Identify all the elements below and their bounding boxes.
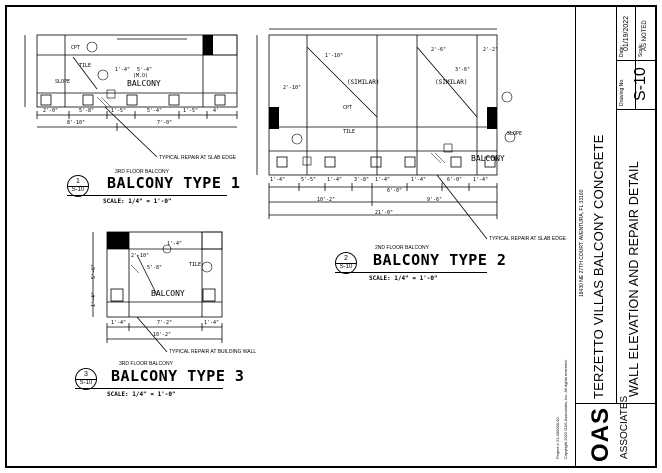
tile-label-1: TILE	[79, 63, 92, 69]
detail-3-dim-top: 1'-4"	[167, 241, 183, 247]
detail-3-dim-bottom: 7'-2"	[157, 320, 173, 326]
detail-1-title: BALCONY TYPE 1	[107, 174, 241, 192]
drawing-sheet: BALCONY BALCONY BALCONY TILE TILE TILE C…	[5, 5, 657, 468]
title-block-logo-divider	[575, 403, 655, 404]
detail-2-dim-top: 2'-10"	[283, 85, 302, 91]
detail-1-dim-bottom: 1'-5"	[183, 108, 199, 114]
project-title: TERZETTO VILLAS BALCONY CONCRETE	[591, 134, 606, 399]
project-address: 18430 NE 27TH COURT, AVENTURA, FL 33160	[579, 189, 585, 297]
balcony-label-3: BALCONY	[151, 289, 185, 298]
scale-value: AS NOTED	[642, 20, 648, 51]
title-block	[575, 7, 656, 466]
detail-3-bubble: 3 S-10	[75, 368, 97, 390]
detail-1-dim-total: 8'-10"	[67, 120, 86, 126]
detail-3-title: BALCONY TYPE 3	[111, 367, 245, 385]
cpt-label-1: CPT	[71, 45, 81, 51]
detail-2-dim-bottom: 6'-0"	[387, 188, 403, 194]
detail-3-dim-top: 5'-8"	[147, 265, 163, 271]
detail-2-dim-bottom: 1'-4"	[473, 177, 489, 183]
project-number: Project # 21-000000.00	[555, 417, 560, 459]
detail-2-dim-mid: 9'-6"	[427, 197, 443, 203]
plan-linework	[24, 28, 516, 353]
detail-3-level: 3RD FLOOR BALCONY	[119, 361, 173, 367]
detail-3-dim-left: 1'-4"	[91, 291, 97, 307]
slope-label-2: SLOPE	[507, 131, 523, 137]
detail-1-dim-bottom: 5'-4"	[147, 108, 163, 114]
detail-3-dim-bottom: 1'-4"	[111, 320, 127, 326]
detail-2-dim-top: 3'-6"	[455, 67, 471, 73]
detail-3-title-line	[75, 388, 223, 389]
firm-logo: OAS	[587, 406, 614, 462]
detail-2-dim-total: 21'-0"	[375, 210, 394, 216]
firm-name: ASSOCIATES	[619, 395, 630, 459]
detail-1-level: 3RD FLOOR BALCONY	[115, 169, 169, 175]
detail-1-dim-bottom: 1'-5"	[111, 108, 127, 114]
detail-3-sheet: S-10	[79, 380, 93, 386]
cpt-label-2: CPT	[343, 105, 353, 111]
similar-label-2: (SIMILAR)	[435, 79, 468, 86]
detail-3-dim-left: 5'-6"	[91, 263, 97, 279]
detail-1-bubble: 1 S-10	[67, 175, 89, 197]
detail-2-dim-top: 1'-10"	[325, 53, 344, 59]
balcony-label-1: BALCONY	[127, 79, 161, 88]
detail-2-dim-bottom: 6'-0"	[447, 177, 463, 183]
slope-label-1: SLOPE	[55, 79, 71, 85]
detail-2-dim-bottom: 1'-4"	[270, 177, 286, 183]
detail-1-title-line	[67, 195, 227, 196]
detail-2-dim-top: 2'-2"	[483, 47, 499, 53]
drawing-no: S-10	[632, 67, 649, 101]
detail-2-dim-bottom: 5'-5"	[301, 177, 317, 183]
repair-note-building-wall: TYPICAL REPAIR AT BUILDING WALL	[169, 349, 257, 355]
detail-2-dim-mid: 10'-2"	[317, 197, 336, 203]
detail-2-dim-top: 2'-6"	[431, 47, 447, 53]
detail-2-title: BALCONY TYPE 2	[373, 251, 507, 269]
drawing-no-label: Drawing No.	[619, 78, 625, 106]
tile-label-3: TILE	[189, 262, 202, 268]
title-block-col-divider	[616, 7, 617, 403]
repair-note-slab-edge-2: TYPICAL REPAIR AT SLAB EDGE	[489, 236, 567, 242]
detail-3-number: 3	[84, 371, 88, 378]
balcony-label-2: BALCONY	[471, 154, 505, 163]
detail-1-dim-top: (M.O)	[133, 73, 149, 79]
repair-note-slab-edge-1: TYPICAL REPAIR AT SLAB EDGE	[159, 155, 237, 161]
detail-2-dim-bottom: 1'-4"	[327, 177, 343, 183]
tile-label-2: TILE	[343, 129, 356, 135]
detail-1-sheet: S-10	[71, 187, 85, 193]
detail-3-dim-total: 10'-2"	[153, 332, 172, 338]
detail-2-dim-bottom: 1'-4"	[375, 177, 391, 183]
detail-1-dim-total: 7'-0"	[157, 120, 173, 126]
detail-2-title-line	[335, 272, 487, 273]
detail-3-dim-top: 2'-10"	[131, 253, 150, 259]
detail-1-dim-bottom: 2'-0"	[43, 108, 59, 114]
detail-1-dim-bottom: 4'	[213, 108, 220, 114]
detail-2-dim-bottom: 1'-4"	[411, 177, 427, 183]
copyright: Copyright 2022 OAS Associates, Inc. All …	[563, 359, 568, 459]
title-block-scale-divider	[616, 109, 655, 110]
detail-3-scale: SCALE: 1/4" = 1'-0"	[107, 391, 176, 398]
detail-2-dim-bottom: 3'-8"	[354, 177, 370, 183]
detail-2-scale: SCALE: 1/4" = 1'-0"	[369, 275, 438, 282]
detail-3-dim-bottom: 1'-4"	[204, 320, 220, 326]
detail-1-scale: SCALE: 1/4" = 1'-0"	[103, 198, 172, 205]
detail-1-number: 1	[76, 178, 80, 185]
detail-1-dim-top: 5'-4"	[137, 67, 153, 73]
date-value: 01/19/2022	[623, 15, 630, 51]
title-block-inner-divider	[635, 7, 636, 109]
detail-1-dim-bottom: 5'-8"	[79, 108, 95, 114]
detail-2-level: 2ND FLOOR BALCONY	[375, 245, 429, 251]
similar-label-1: (SIMILAR)	[347, 79, 380, 86]
detail-2-sheet: S-10	[339, 264, 353, 270]
sheet-title: WALL ELEVATION AND REPAIR DETAIL	[627, 161, 641, 397]
detail-2-bubble: 2 S-10	[335, 252, 357, 274]
detail-2-number: 2	[344, 255, 348, 262]
detail-1-dim-top: 1'-4"	[115, 67, 131, 73]
